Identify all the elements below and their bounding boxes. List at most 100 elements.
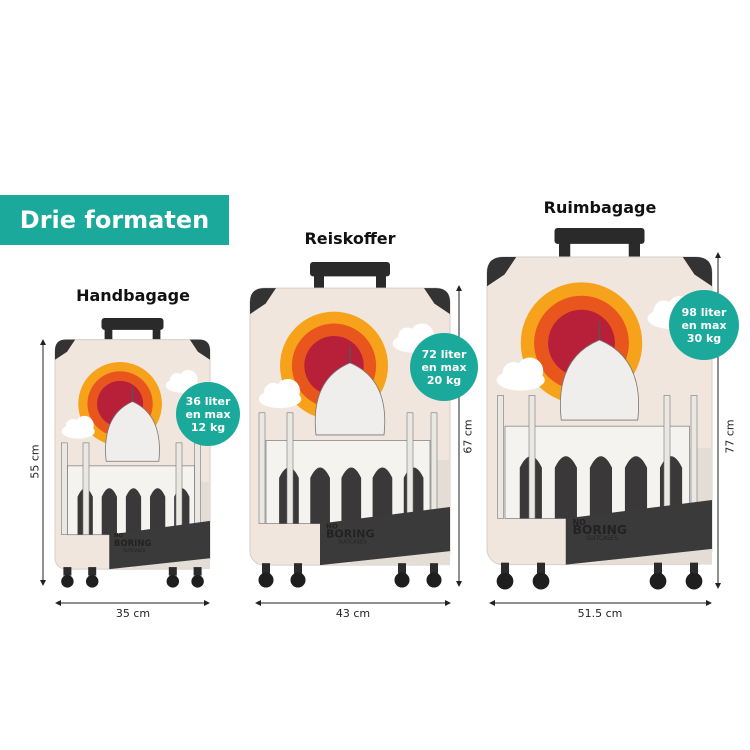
- width-label-large: 51.5 cm: [577, 607, 623, 620]
- wheel-mount: [168, 567, 177, 576]
- height-label-large: 77 cm: [723, 419, 737, 454]
- size-title-medium: Reiskoffer: [304, 229, 396, 248]
- minaret: [663, 395, 671, 519]
- wheel: [290, 572, 306, 588]
- handle-post: [314, 273, 324, 290]
- arch: [341, 467, 362, 524]
- height-label-medium: 67 cm: [461, 419, 475, 454]
- badge-line: 98 liter: [681, 305, 727, 319]
- badge-line: 30 kg: [686, 331, 722, 345]
- wheel: [532, 572, 550, 590]
- brand-line: BORING: [114, 539, 152, 549]
- wheel-mount: [193, 567, 202, 576]
- wheel: [649, 572, 667, 590]
- handle-post: [559, 241, 571, 259]
- handle: [554, 228, 645, 244]
- arch: [589, 456, 613, 519]
- platform-shadow: [109, 520, 210, 570]
- wheel-mount: [398, 563, 406, 574]
- handle-post: [104, 327, 113, 341]
- arch: [101, 488, 117, 535]
- minaret: [430, 412, 438, 524]
- minaret: [82, 442, 90, 535]
- corner-guard: [682, 256, 712, 287]
- minaret: [194, 442, 201, 535]
- arch: [310, 467, 330, 524]
- brand-line: BORING: [326, 527, 375, 540]
- wheel: [258, 572, 274, 588]
- brand-line: NO: [326, 522, 338, 530]
- handle-post: [376, 273, 386, 290]
- arch: [624, 456, 648, 519]
- banner: Drie formaten: [0, 195, 229, 245]
- handle-post: [628, 241, 640, 259]
- corner-guard: [55, 339, 76, 360]
- minaret: [497, 395, 504, 519]
- wheel-mount: [537, 562, 545, 575]
- handle-post: [152, 327, 161, 341]
- badge-line: 20 kg: [426, 373, 462, 387]
- platform-shadow: [565, 500, 712, 565]
- badge-line: en max: [681, 318, 727, 332]
- minaret: [690, 395, 698, 519]
- corner-guard: [250, 288, 276, 315]
- wheel: [496, 572, 514, 590]
- badge-line: en max: [185, 407, 231, 421]
- wheel-mount: [430, 563, 438, 574]
- brand-line: BORING: [573, 523, 628, 537]
- size-title-large: Ruimbagage: [543, 198, 657, 217]
- minaret: [175, 442, 183, 535]
- wheel-mount: [294, 563, 302, 574]
- badge-line: en max: [421, 360, 467, 374]
- wheel-mount: [88, 567, 97, 576]
- dome: [105, 401, 160, 462]
- wheel-mount: [690, 562, 698, 575]
- brand-line: NO: [573, 518, 587, 527]
- brand-line: SUITCASES: [123, 548, 146, 553]
- corner-guard: [487, 256, 517, 287]
- handle: [310, 262, 390, 277]
- capacity-badge-small: 36 liter en max 12 kg: [176, 382, 240, 446]
- minaret: [60, 442, 68, 535]
- capacity-badge-large: 98 liter en max 30 kg: [669, 290, 739, 360]
- cloud: [496, 357, 545, 391]
- wheel: [685, 572, 703, 590]
- wheel-mount: [262, 563, 270, 574]
- arch: [554, 456, 577, 519]
- arch: [150, 488, 166, 535]
- dome: [560, 339, 639, 421]
- corner-guard: [424, 288, 450, 315]
- wheel: [166, 575, 180, 588]
- brand-line: SUITCASES: [586, 536, 618, 542]
- wheel: [61, 575, 74, 588]
- banner-text: Drie formaten: [19, 206, 210, 234]
- height-label-small: 55 cm: [28, 444, 42, 479]
- wheel: [85, 575, 99, 588]
- brand-line: NO: [114, 533, 124, 539]
- badge-line: 72 liter: [421, 347, 467, 361]
- minaret: [258, 412, 266, 524]
- size-title-small: Handbagage: [76, 286, 190, 305]
- wheel-mount: [63, 567, 72, 576]
- arch: [372, 467, 393, 524]
- wheel: [191, 575, 204, 588]
- corner-guard: [189, 339, 210, 360]
- arch: [125, 488, 142, 535]
- width-label-small: 35 cm: [115, 607, 151, 620]
- capacity-badge-medium: 72 liter en max 20 kg: [410, 333, 478, 401]
- wheel-mount: [501, 562, 509, 575]
- wheel: [426, 572, 442, 588]
- badge-line: 36 liter: [185, 394, 231, 408]
- width-label-medium: 43 cm: [335, 607, 371, 620]
- minaret: [406, 412, 414, 524]
- cloud: [258, 378, 302, 409]
- cloud: [165, 370, 199, 393]
- wheel: [394, 572, 410, 588]
- handle: [101, 318, 164, 330]
